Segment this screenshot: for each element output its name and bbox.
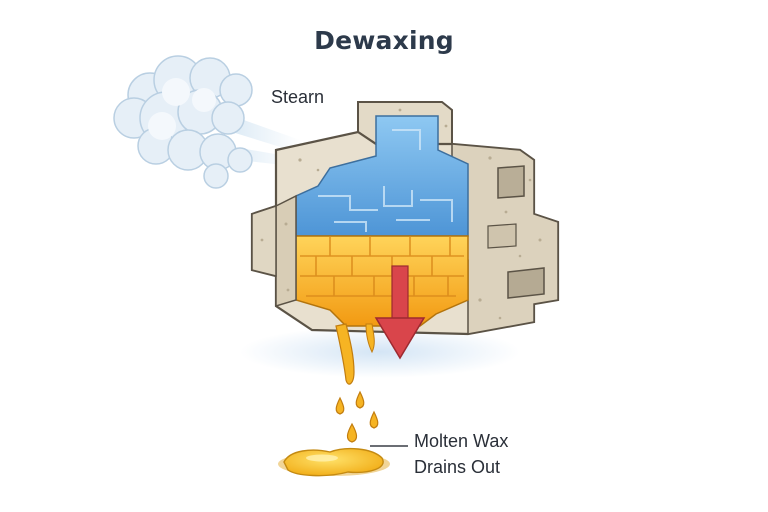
steam-label: Stearn xyxy=(271,87,324,108)
molten-wax-label: Molten Wax Drains Out xyxy=(414,428,508,480)
steam-cloud-icon xyxy=(114,56,300,188)
wax-drop-icon xyxy=(336,392,378,442)
molten-wax-label-line1: Molten Wax xyxy=(414,428,508,454)
ground-pool xyxy=(240,326,520,378)
wax-puddle xyxy=(278,449,390,476)
molten-wax-label-line2: Drains Out xyxy=(414,454,508,480)
